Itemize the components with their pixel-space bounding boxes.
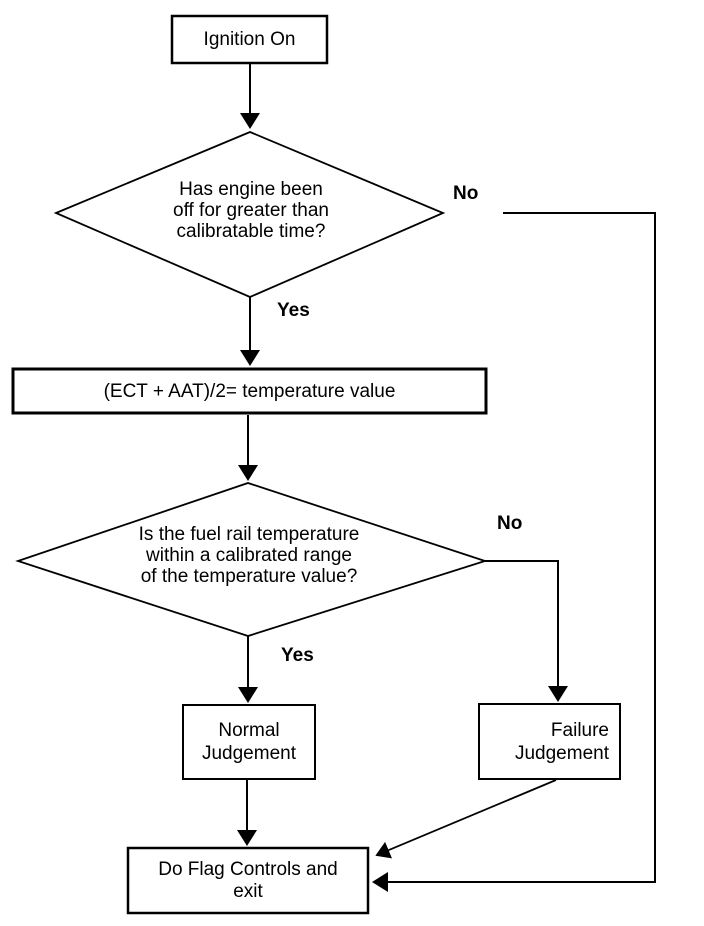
arrow-failure-judgement-to-do-flag bbox=[375, 779, 557, 859]
engine-off-no-label: No bbox=[453, 183, 479, 204]
engine-off-yes-label: Yes bbox=[277, 300, 310, 321]
normal-judgement-box-outline bbox=[182, 704, 316, 780]
normal-judgement-label: Normal Judgement bbox=[201, 720, 296, 764]
failure-judgement-box-outline bbox=[478, 703, 621, 780]
fuel-rail-yes-label: Yes bbox=[281, 645, 314, 666]
temperature-formula-label: (ECT + AAT)/2= temperature value bbox=[103, 380, 396, 402]
do-flag-controls-label: Do Flag Controls and exit bbox=[158, 858, 338, 902]
ignition-on-label: Ignition On bbox=[203, 29, 296, 50]
arrow-no-engine-off-to-do-flag bbox=[372, 212, 656, 892]
arrow-no-fuel-rail-to-failure-judgement bbox=[485, 560, 568, 702]
do-flag-controls-box-outline bbox=[126, 846, 370, 915]
fuel-rail-no-label: No bbox=[497, 513, 523, 534]
fuel-rail-decision-label: Is the fuel rail temperature within a ca… bbox=[138, 524, 360, 587]
engine-off-decision-label: Has engine been off for greater than cal… bbox=[173, 179, 329, 242]
temperature-formula-box-outline bbox=[11, 367, 488, 415]
engine-off-decision-diamond-outline bbox=[53, 131, 446, 298]
failure-judgement-label: Failure Judgement bbox=[514, 719, 609, 764]
